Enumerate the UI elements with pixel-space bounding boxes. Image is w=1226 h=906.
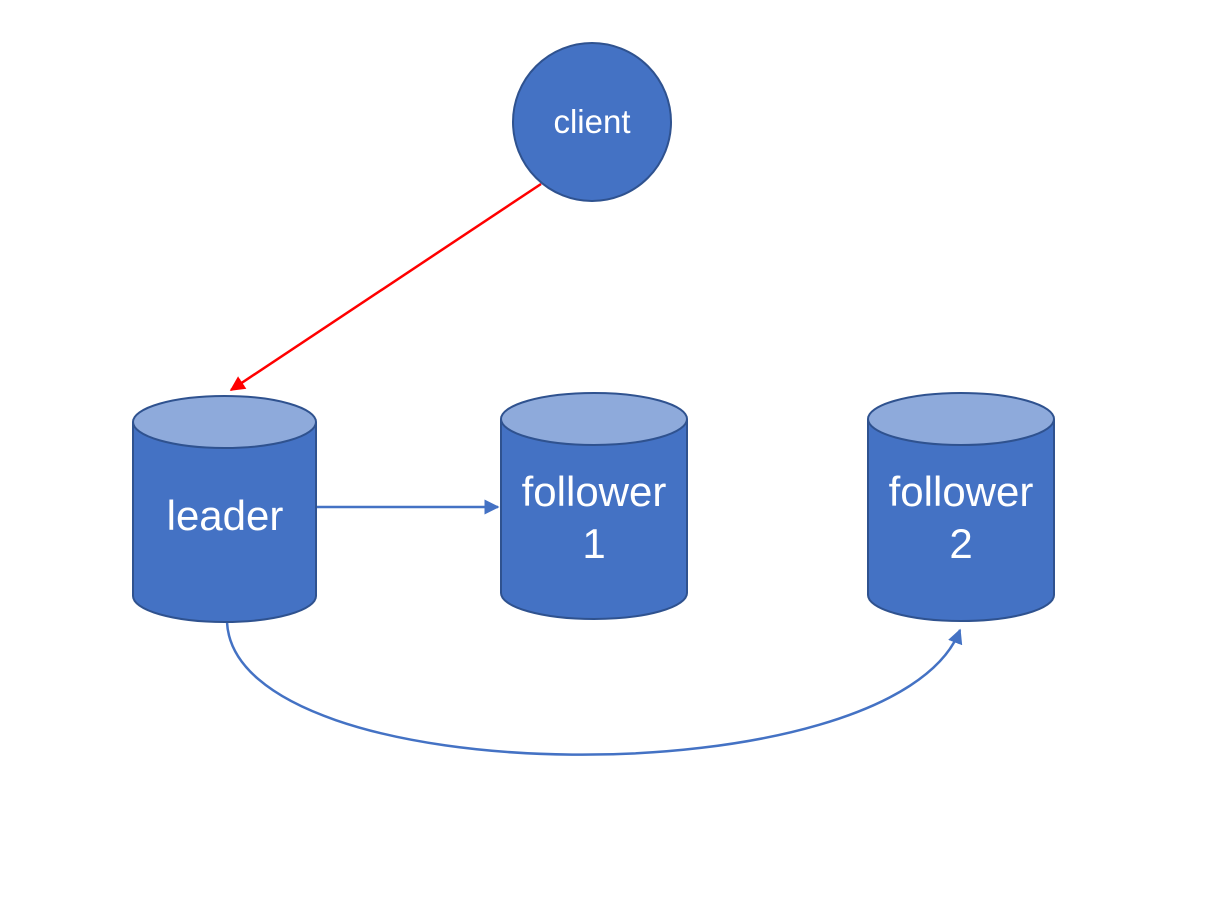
edge-client-to-leader — [229, 182, 542, 392]
follower2-cylinder-body — [867, 419, 1055, 622]
follower1-cylinder-top — [500, 392, 688, 446]
client-node — [512, 42, 672, 202]
follower1-node — [500, 392, 688, 620]
edge-leader-to-follower2 — [225, 621, 963, 756]
follower2-cylinder-top — [867, 392, 1055, 446]
leader-cylinder-body — [132, 422, 317, 623]
leader-node — [132, 395, 317, 623]
client-circle-shape — [512, 42, 672, 202]
follower2-node — [867, 392, 1055, 622]
follower1-cylinder-body — [500, 419, 688, 620]
leader-cylinder-top — [132, 395, 317, 449]
